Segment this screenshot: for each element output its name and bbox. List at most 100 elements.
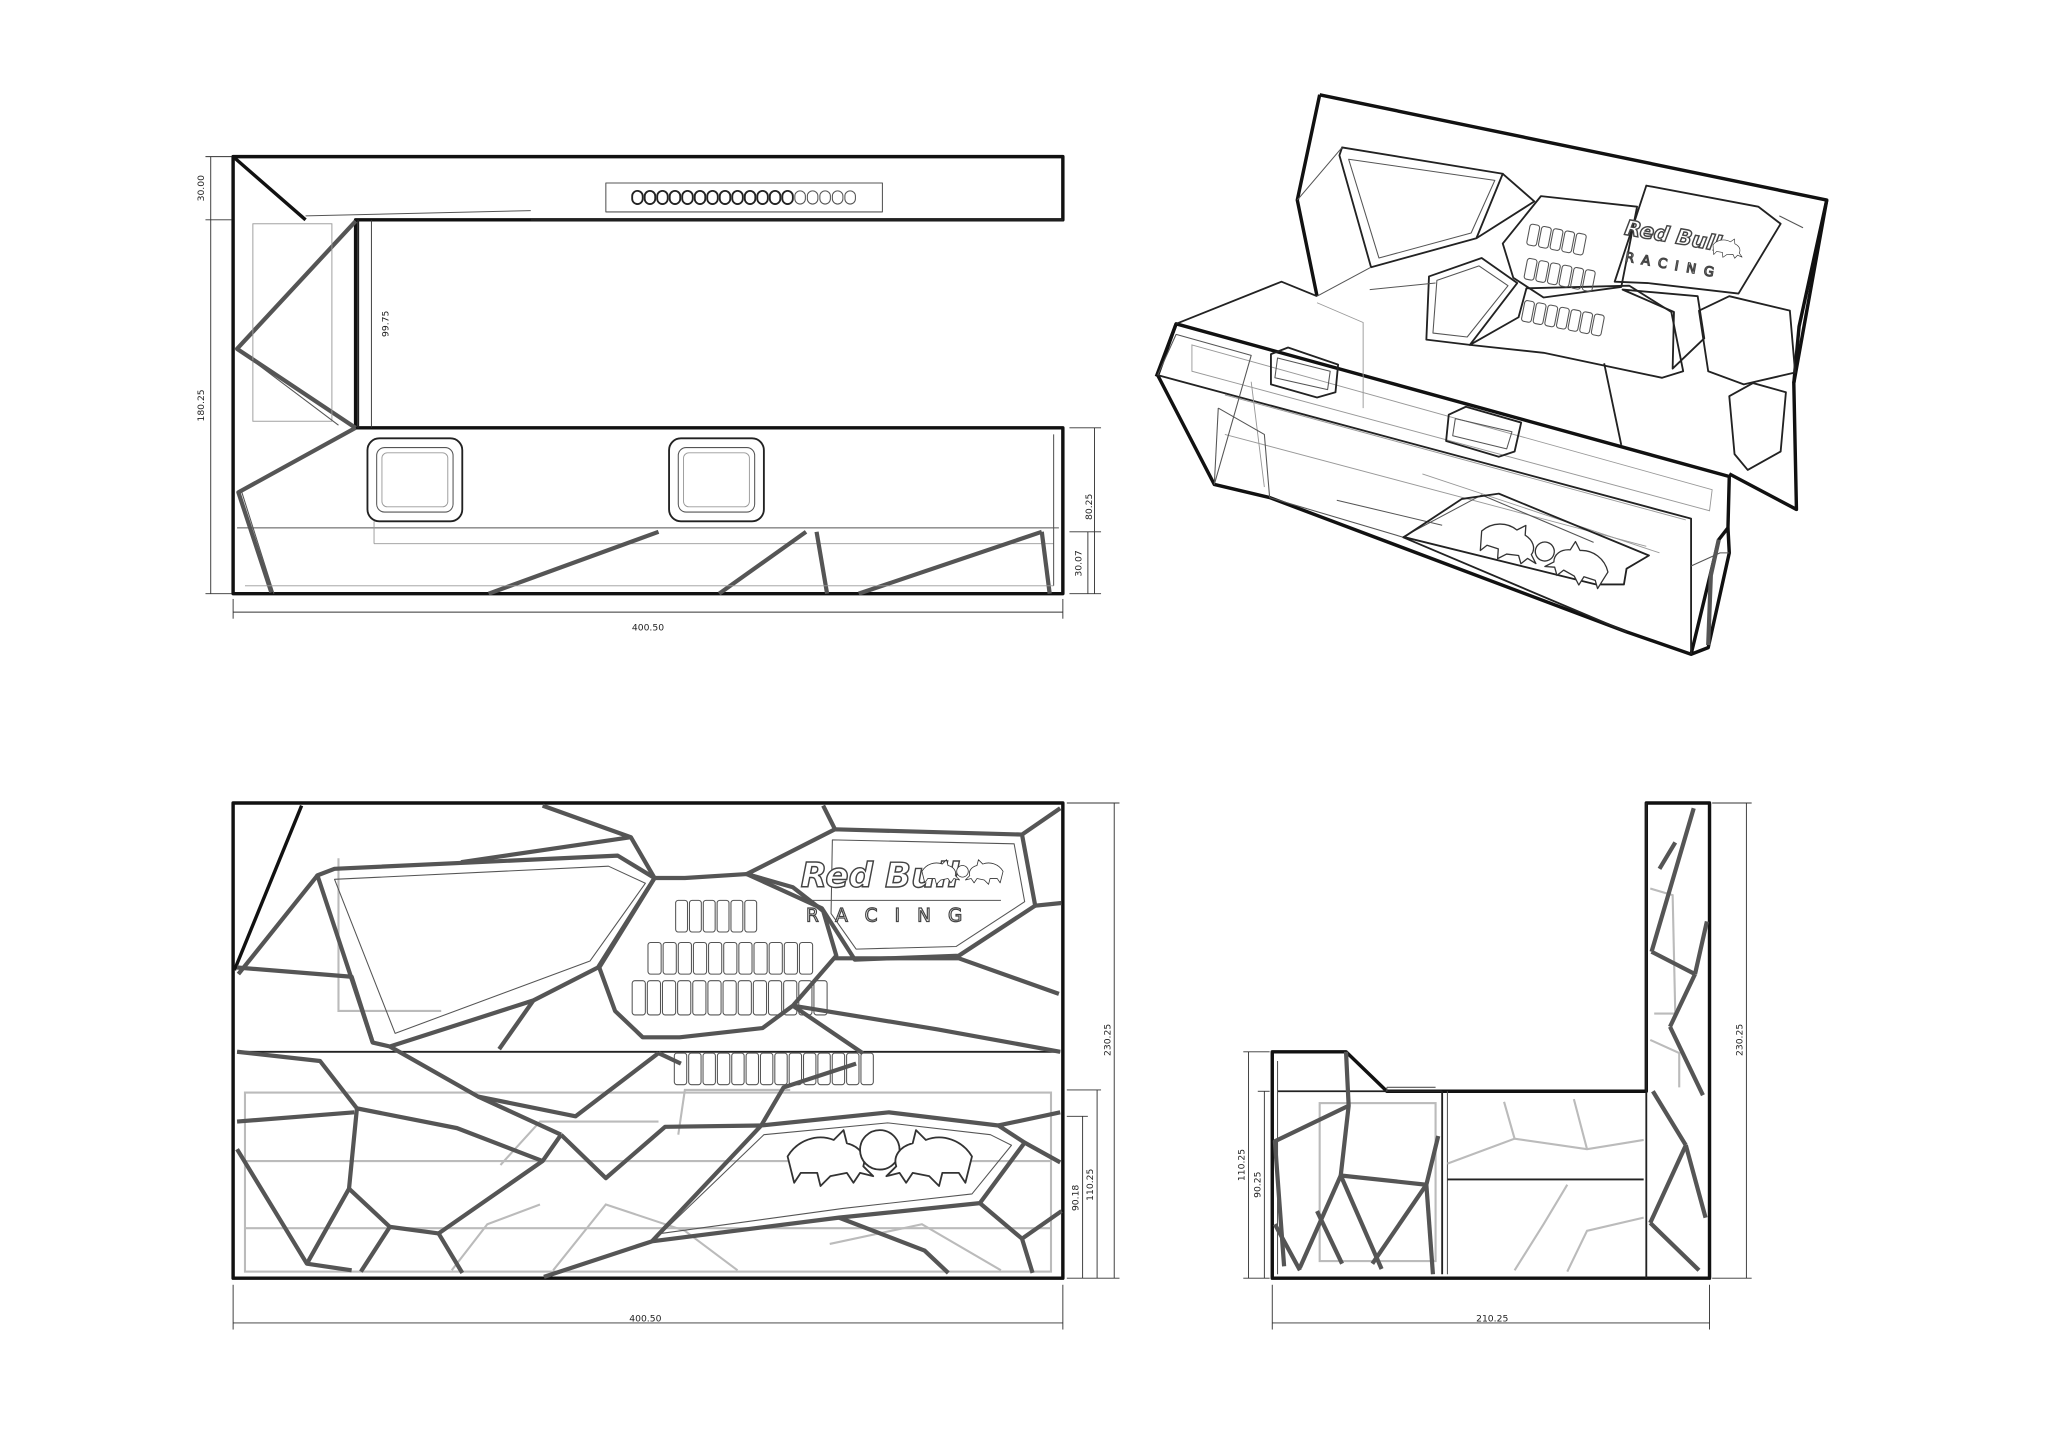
iso-can-row xyxy=(1523,257,1596,292)
can xyxy=(688,1052,702,1086)
can xyxy=(1546,262,1561,286)
iso-sink-right xyxy=(1445,405,1523,458)
front-counter-bulls xyxy=(786,1129,973,1187)
dim-side-counter-height: 110.25 xyxy=(1237,1149,1248,1181)
can xyxy=(662,941,677,975)
can xyxy=(774,1052,788,1086)
side-outline xyxy=(1270,801,1712,1280)
can xyxy=(1561,230,1576,254)
can xyxy=(798,941,814,975)
can xyxy=(788,1052,803,1086)
can xyxy=(737,980,752,1016)
front-outline xyxy=(231,801,1065,1280)
iso-counter-outline xyxy=(1155,322,1731,656)
plan-sink-right xyxy=(668,437,765,523)
plan-view: 30.00 180.25 99.75 80.25 30.07 400.50 xyxy=(196,154,1102,634)
dim-inner-depth: 99.75 xyxy=(381,311,392,337)
can-top xyxy=(631,189,644,205)
front-logo-sub: RACING xyxy=(806,905,979,926)
can-top xyxy=(668,189,682,205)
can xyxy=(673,1052,688,1086)
can xyxy=(677,941,692,975)
can xyxy=(813,980,828,1016)
dim-counter-depth: 80.25 xyxy=(1084,493,1095,519)
side-dimensions: 210.25 230.25 110.25 90.25 xyxy=(1237,802,1752,1330)
iso-logo: Red Bull RACING xyxy=(1622,214,1743,283)
can xyxy=(730,899,744,933)
plan-corner-chamfer xyxy=(231,155,307,222)
dim-side-height: 230.25 xyxy=(1734,1024,1745,1056)
can xyxy=(631,980,646,1016)
can xyxy=(1526,223,1541,247)
iso-wall-facets xyxy=(1296,146,1804,471)
can xyxy=(688,899,702,933)
dim-front-counter-height: 110.25 xyxy=(1085,1168,1096,1200)
can xyxy=(759,1052,774,1086)
can xyxy=(1549,228,1564,251)
can xyxy=(744,899,758,933)
can-top xyxy=(844,190,856,205)
can-top xyxy=(718,189,732,205)
can xyxy=(1570,266,1585,290)
can-top xyxy=(706,189,719,205)
front-logo-bull-icon xyxy=(921,859,1004,885)
can xyxy=(803,1052,817,1086)
can-top xyxy=(794,190,806,205)
can xyxy=(731,1052,745,1086)
can-top xyxy=(643,189,657,205)
can xyxy=(702,1052,716,1086)
dim-side-counter-top: 90.25 xyxy=(1252,1171,1263,1197)
can-top xyxy=(768,189,782,205)
iso-can-row xyxy=(1526,223,1587,256)
can xyxy=(753,941,768,975)
can xyxy=(692,980,707,1016)
can-top xyxy=(731,189,744,205)
can xyxy=(738,941,753,975)
iso-bull-icon xyxy=(1712,238,1743,259)
front-logo-word: Red Bull xyxy=(801,856,960,896)
dim-front-width: 400.50 xyxy=(629,1314,661,1325)
front-logo: Red Bull RACING xyxy=(800,856,1004,927)
front-can-display xyxy=(631,899,874,1086)
can xyxy=(1555,306,1570,330)
can-top xyxy=(681,189,694,205)
can-top xyxy=(756,189,769,205)
can xyxy=(1572,232,1587,256)
can-top xyxy=(781,189,794,205)
can xyxy=(1558,264,1573,288)
can xyxy=(1521,300,1535,323)
dim-overall-depth: 180.25 xyxy=(196,389,207,421)
dim-plan-width: 400.50 xyxy=(632,623,664,634)
iso-logo-sub: RACING xyxy=(1624,250,1723,282)
isometric-view: Red Bull RACING xyxy=(1154,93,1829,656)
iso-can-shelves xyxy=(1521,223,1605,337)
can xyxy=(646,980,662,1016)
front-facets xyxy=(235,803,1063,1279)
can-top xyxy=(743,189,757,205)
side-elevation: 210.25 230.25 110.25 90.25 xyxy=(1237,801,1752,1330)
can xyxy=(831,1052,846,1086)
dim-front-strip: 30.07 xyxy=(1073,550,1084,576)
can-top xyxy=(656,189,669,205)
front-elevation: Red Bull RACING 400.50 230.25 xyxy=(231,801,1120,1330)
can xyxy=(722,980,737,1016)
iso-logo-word: Red Bull xyxy=(1623,215,1724,257)
can xyxy=(675,899,689,933)
dim-side-width: 210.25 xyxy=(1476,1314,1508,1325)
can xyxy=(768,941,783,975)
can xyxy=(817,1052,831,1086)
can xyxy=(702,899,716,933)
can xyxy=(745,1052,760,1086)
can xyxy=(1535,260,1550,283)
can xyxy=(1532,302,1547,326)
can xyxy=(846,1052,860,1086)
dim-top-depth: 30.00 xyxy=(196,175,207,201)
dim-front-counter-top: 90.18 xyxy=(1071,1185,1082,1211)
iso-counter-internals xyxy=(1191,302,1713,633)
can xyxy=(767,980,783,1016)
can-top xyxy=(693,189,707,205)
can-top xyxy=(806,190,819,205)
can xyxy=(783,980,798,1016)
can xyxy=(1523,257,1538,281)
